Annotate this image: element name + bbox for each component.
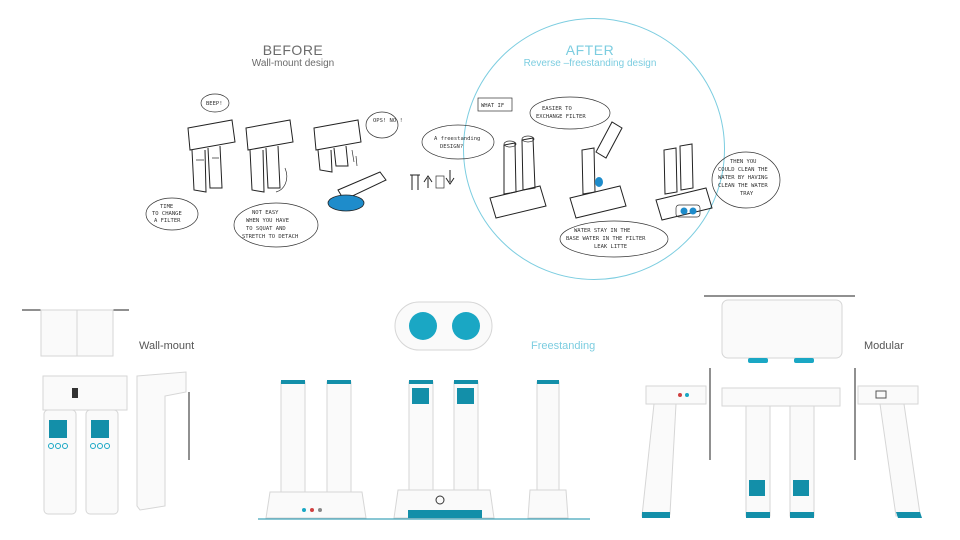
clean-tray-line-2: COULD CLEAN THE [718, 167, 768, 173]
label-modular: Modular [864, 340, 904, 352]
time-change-line-3: A FILTER [154, 218, 181, 224]
modular-center-view [721, 387, 841, 518]
bubble-what-if: WHAT IF [477, 97, 513, 112]
modular-left-arm [641, 368, 711, 518]
water-stay-line-2: BASE WATER IN THE FILTER [566, 236, 646, 242]
sketch-freestanding-unit-3 [655, 143, 713, 221]
sketch-idea-symbols [410, 170, 455, 190]
after-title: AFTER [565, 42, 615, 58]
bubble-not-easy: NOT EASY WHEN YOU HAVE TO SQUAT AND STRE… [233, 202, 319, 248]
easier-line-1: EASIER TO [542, 106, 572, 112]
modular-top-view [704, 295, 855, 363]
arrow-down-icon [445, 170, 455, 185]
sketch-filter-detached [327, 171, 387, 212]
what-if-text: WHAT IF [481, 103, 504, 109]
droplet-icon [595, 177, 603, 187]
bubble-opps: OPS! NO ! [365, 111, 403, 139]
after-subtitle: Reverse –freestanding design [523, 58, 657, 69]
bubble-easier: EASIER TO EXCHANGE FILTER [529, 96, 611, 130]
freestanding-top-view [394, 301, 493, 351]
wall-mount-side-view [136, 371, 190, 511]
bubble-time-change: TIME TO CHANGE A FILTER [145, 197, 199, 231]
clean-tray-line-3: WATER BY HAVING [718, 175, 768, 181]
label-wall-mount: Wall-mount [139, 340, 195, 352]
water-stay-line-3: LEAK LITTE [594, 244, 627, 250]
wall-mount-top-view [22, 309, 129, 357]
opps-text: OPS! NO ! [373, 118, 403, 124]
before-subtitle: Wall-mount design [251, 58, 335, 69]
clean-tray-line-4: CLEAN THE WATER [718, 183, 768, 189]
time-change-line-2: TO CHANGE [152, 211, 182, 217]
before-title: BEFORE [262, 42, 324, 58]
sketch-illustration: BEEP! OPS! NO ! TIME TO CHANGE A FILTER … [145, 93, 781, 258]
arrow-up-icon [423, 175, 433, 188]
freestanding-front-view-2 [393, 380, 495, 519]
beep-text: BEEP! [206, 101, 223, 107]
bubble-freestanding: A freestanding DESIGN? [421, 124, 495, 160]
before-header: BEFORE Wall-mount design [213, 42, 373, 69]
bubble-water-stay: WATER STAY IN THE BASE WATER IN THE FILT… [559, 220, 669, 258]
not-easy-line-4: STRETCH TO DETACH [242, 234, 298, 240]
not-easy-line-2: WHEN YOU HAVE [246, 218, 289, 224]
clean-tray-line-1: THEN YOU [730, 159, 757, 165]
bubble-clean-tray: THEN YOU COULD CLEAN THE WATER BY HAVING… [711, 151, 781, 209]
sketch-freestanding-unit-1 [489, 135, 547, 219]
sketch-freestanding-unit-2 [569, 121, 627, 219]
after-circle [463, 18, 725, 280]
time-change-line-1: TIME [160, 204, 173, 210]
not-easy-line-3: TO SQUAT AND [246, 226, 286, 232]
not-easy-line-1: NOT EASY [252, 210, 279, 216]
sketch-wall-unit-3 [313, 119, 362, 173]
freestanding-line-2: DESIGN? [440, 144, 463, 150]
after-header: AFTER Reverse –freestanding design [505, 42, 675, 69]
freestanding-line-1: A freestanding [434, 136, 480, 142]
sketch-wall-unit-1 [187, 119, 236, 193]
modular-right-arm [854, 368, 922, 518]
freestanding-side-view [527, 380, 569, 519]
freestanding-front-view-1 [265, 380, 367, 519]
clean-tray-line-5: TRAY [740, 191, 754, 197]
bubble-beep: BEEP! [200, 93, 230, 113]
sketch-wall-unit-2 [245, 119, 294, 193]
easier-line-2: EXCHANGE FILTER [536, 114, 586, 120]
water-stay-line-1: WATER STAY IN THE [574, 228, 630, 234]
label-freestanding: Freestanding [531, 340, 596, 352]
wall-mount-front-view [42, 375, 128, 515]
